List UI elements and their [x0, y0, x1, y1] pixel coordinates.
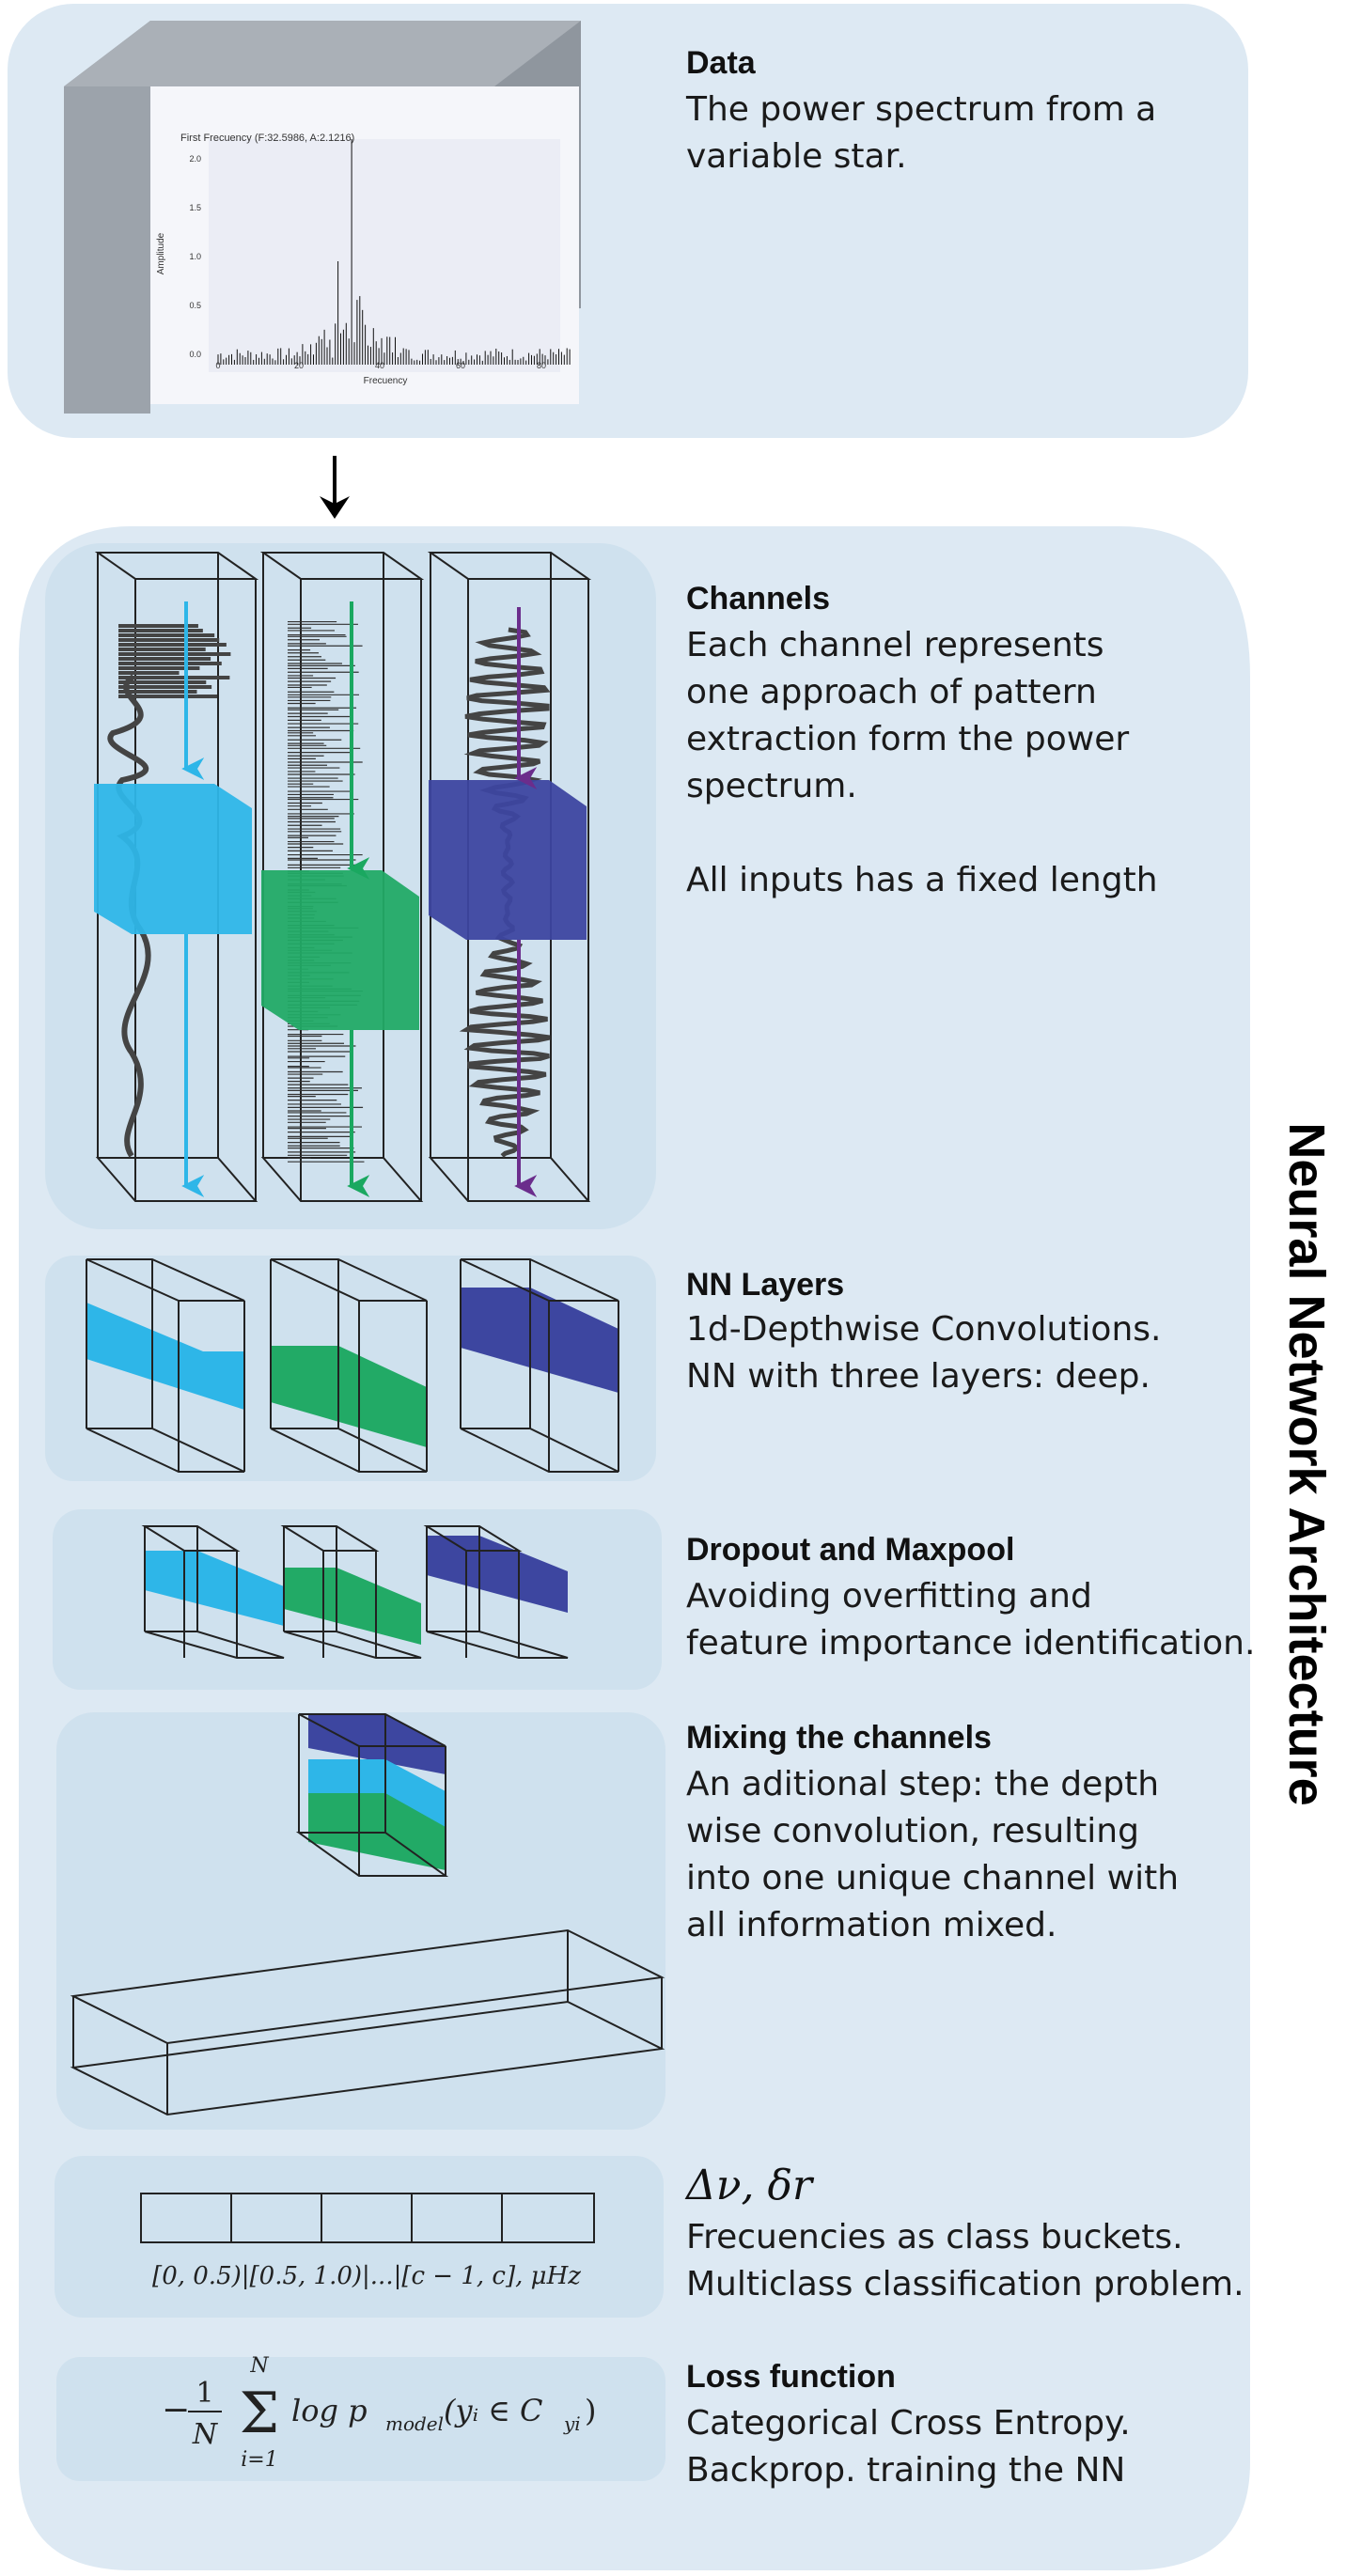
buckets-text-2: Multiclass classification problem.	[686, 2265, 1244, 2303]
channel-3-filter	[429, 780, 587, 940]
dropout-title: Dropout and Maxpool	[686, 1532, 1014, 1568]
loss-text-2: Backprop. training the NN	[686, 2451, 1125, 2490]
dropout-box-1	[141, 1525, 285, 1659]
side-title: Neural Network Architecture	[1278, 1122, 1335, 1805]
buckets-title: Δν, δr	[684, 2162, 815, 2209]
mixing-text-4: all information mixed.	[686, 1906, 1056, 1944]
mixed-channel-slab	[70, 1928, 665, 2116]
formula-sum-top: N	[249, 2354, 269, 2378]
data-text-2: variable star.	[686, 137, 907, 176]
chart-y-tick: 2.0	[189, 154, 201, 164]
formula-numerator: 1	[196, 2377, 213, 2410]
formula-minus: −	[162, 2391, 190, 2429]
formula-close: )	[585, 2393, 596, 2428]
buckets-panel	[55, 2156, 664, 2318]
dropout-boxes	[141, 1525, 569, 1659]
dropout-text-2: feature importance identification.	[686, 1624, 1255, 1663]
dropout-box-2	[280, 1525, 422, 1659]
formula-denominator: N	[192, 2418, 219, 2451]
loss-formula: − 1 N N Σ i=1 log p model (yᵢ ∈ C yi )	[162, 2354, 596, 2472]
chart-y-ticks: 0.0 0.5 1.0 1.5 2.0	[189, 154, 201, 359]
data-title: Data	[686, 45, 757, 81]
formula-body: log p	[291, 2393, 368, 2428]
channels-text-6: All inputs has a fixed length	[686, 861, 1158, 899]
mixing-text-2: wise convolution, resulting	[686, 1812, 1139, 1850]
chart-x-tick: 40	[375, 361, 384, 370]
loss-text-1: Categorical Cross Entropy.	[686, 2404, 1131, 2443]
chart-y-tick: 0.0	[189, 350, 201, 359]
nn-layer-2	[270, 1258, 428, 1473]
chart-x-tick: 0	[215, 361, 220, 370]
chart-y-tick: 1.5	[189, 203, 201, 212]
mixing-text-3: into one unique channel with	[686, 1859, 1179, 1897]
chart-ylabel: Amplitude	[156, 232, 166, 274]
channel-1-signal	[118, 624, 231, 698]
formula-tail-sub: yi	[563, 2412, 581, 2435]
mixing-title: Mixing the channels	[686, 1720, 992, 1756]
nn-layer-boxes	[86, 1258, 619, 1473]
formula-sub: model	[385, 2412, 444, 2435]
channel-1-filter	[94, 784, 252, 934]
channels-title: Channels	[686, 581, 830, 617]
chart-x-tick: 20	[294, 361, 304, 370]
channels-text-3: extraction form the power	[686, 720, 1129, 758]
chart-x-ticks: 0 20 40 60 80	[215, 361, 546, 370]
flow-arrow	[320, 456, 350, 519]
spectrum-chart: First Frecuency (F:32.5986, A:2.1216) Fr…	[156, 133, 571, 386]
chart-y-tick: 0.5	[189, 301, 201, 310]
channels-text-4: spectrum.	[686, 767, 857, 805]
chart-y-tick: 1.0	[189, 252, 201, 261]
dropout-text-1: Avoiding overfitting and	[686, 1577, 1092, 1616]
bucket-label: [0, 0.5)|[0.5, 1.0)|...|[c − 1, c], μHz	[152, 2262, 581, 2290]
loss-title: Loss function	[686, 2359, 896, 2395]
nn-layer-1	[86, 1258, 245, 1473]
bucket-row	[140, 2193, 595, 2243]
chart-x-tick: 80	[537, 361, 546, 370]
nn-layers-text-1: 1d-Depthwise Convolutions.	[686, 1310, 1161, 1349]
nn-layers-text-2: NN with three layers: deep.	[686, 1357, 1150, 1396]
data-text-1: The power spectrum from a	[685, 90, 1156, 129]
loss-panel	[56, 2357, 665, 2481]
formula-tail: (yᵢ ∈ C	[444, 2393, 543, 2428]
nn-layers-title: NN Layers	[686, 1267, 844, 1303]
formula-sum-bottom: i=1	[241, 2448, 277, 2472]
channels-text-2: one approach of pattern	[686, 673, 1097, 711]
mixing-text-1: An aditional step: the depth	[686, 1765, 1159, 1803]
nn-layer-3	[460, 1258, 619, 1473]
spectrum-lines	[217, 139, 571, 365]
dropout-box-3	[423, 1525, 569, 1659]
chart-xlabel: Frecuency	[364, 376, 408, 386]
chart-title: First Frecuency (F:32.5986, A:2.1216)	[180, 133, 354, 144]
buckets-text-1: Frecuencies as class buckets.	[686, 2218, 1183, 2256]
channels-text-1: Each channel represents	[686, 626, 1104, 664]
mixing-panel	[56, 1712, 665, 2130]
formula-sigma: Σ	[240, 2381, 279, 2446]
chart-x-tick: 60	[456, 361, 465, 370]
channel-2-filter	[261, 870, 419, 1030]
mixing-box	[295, 1713, 449, 1877]
